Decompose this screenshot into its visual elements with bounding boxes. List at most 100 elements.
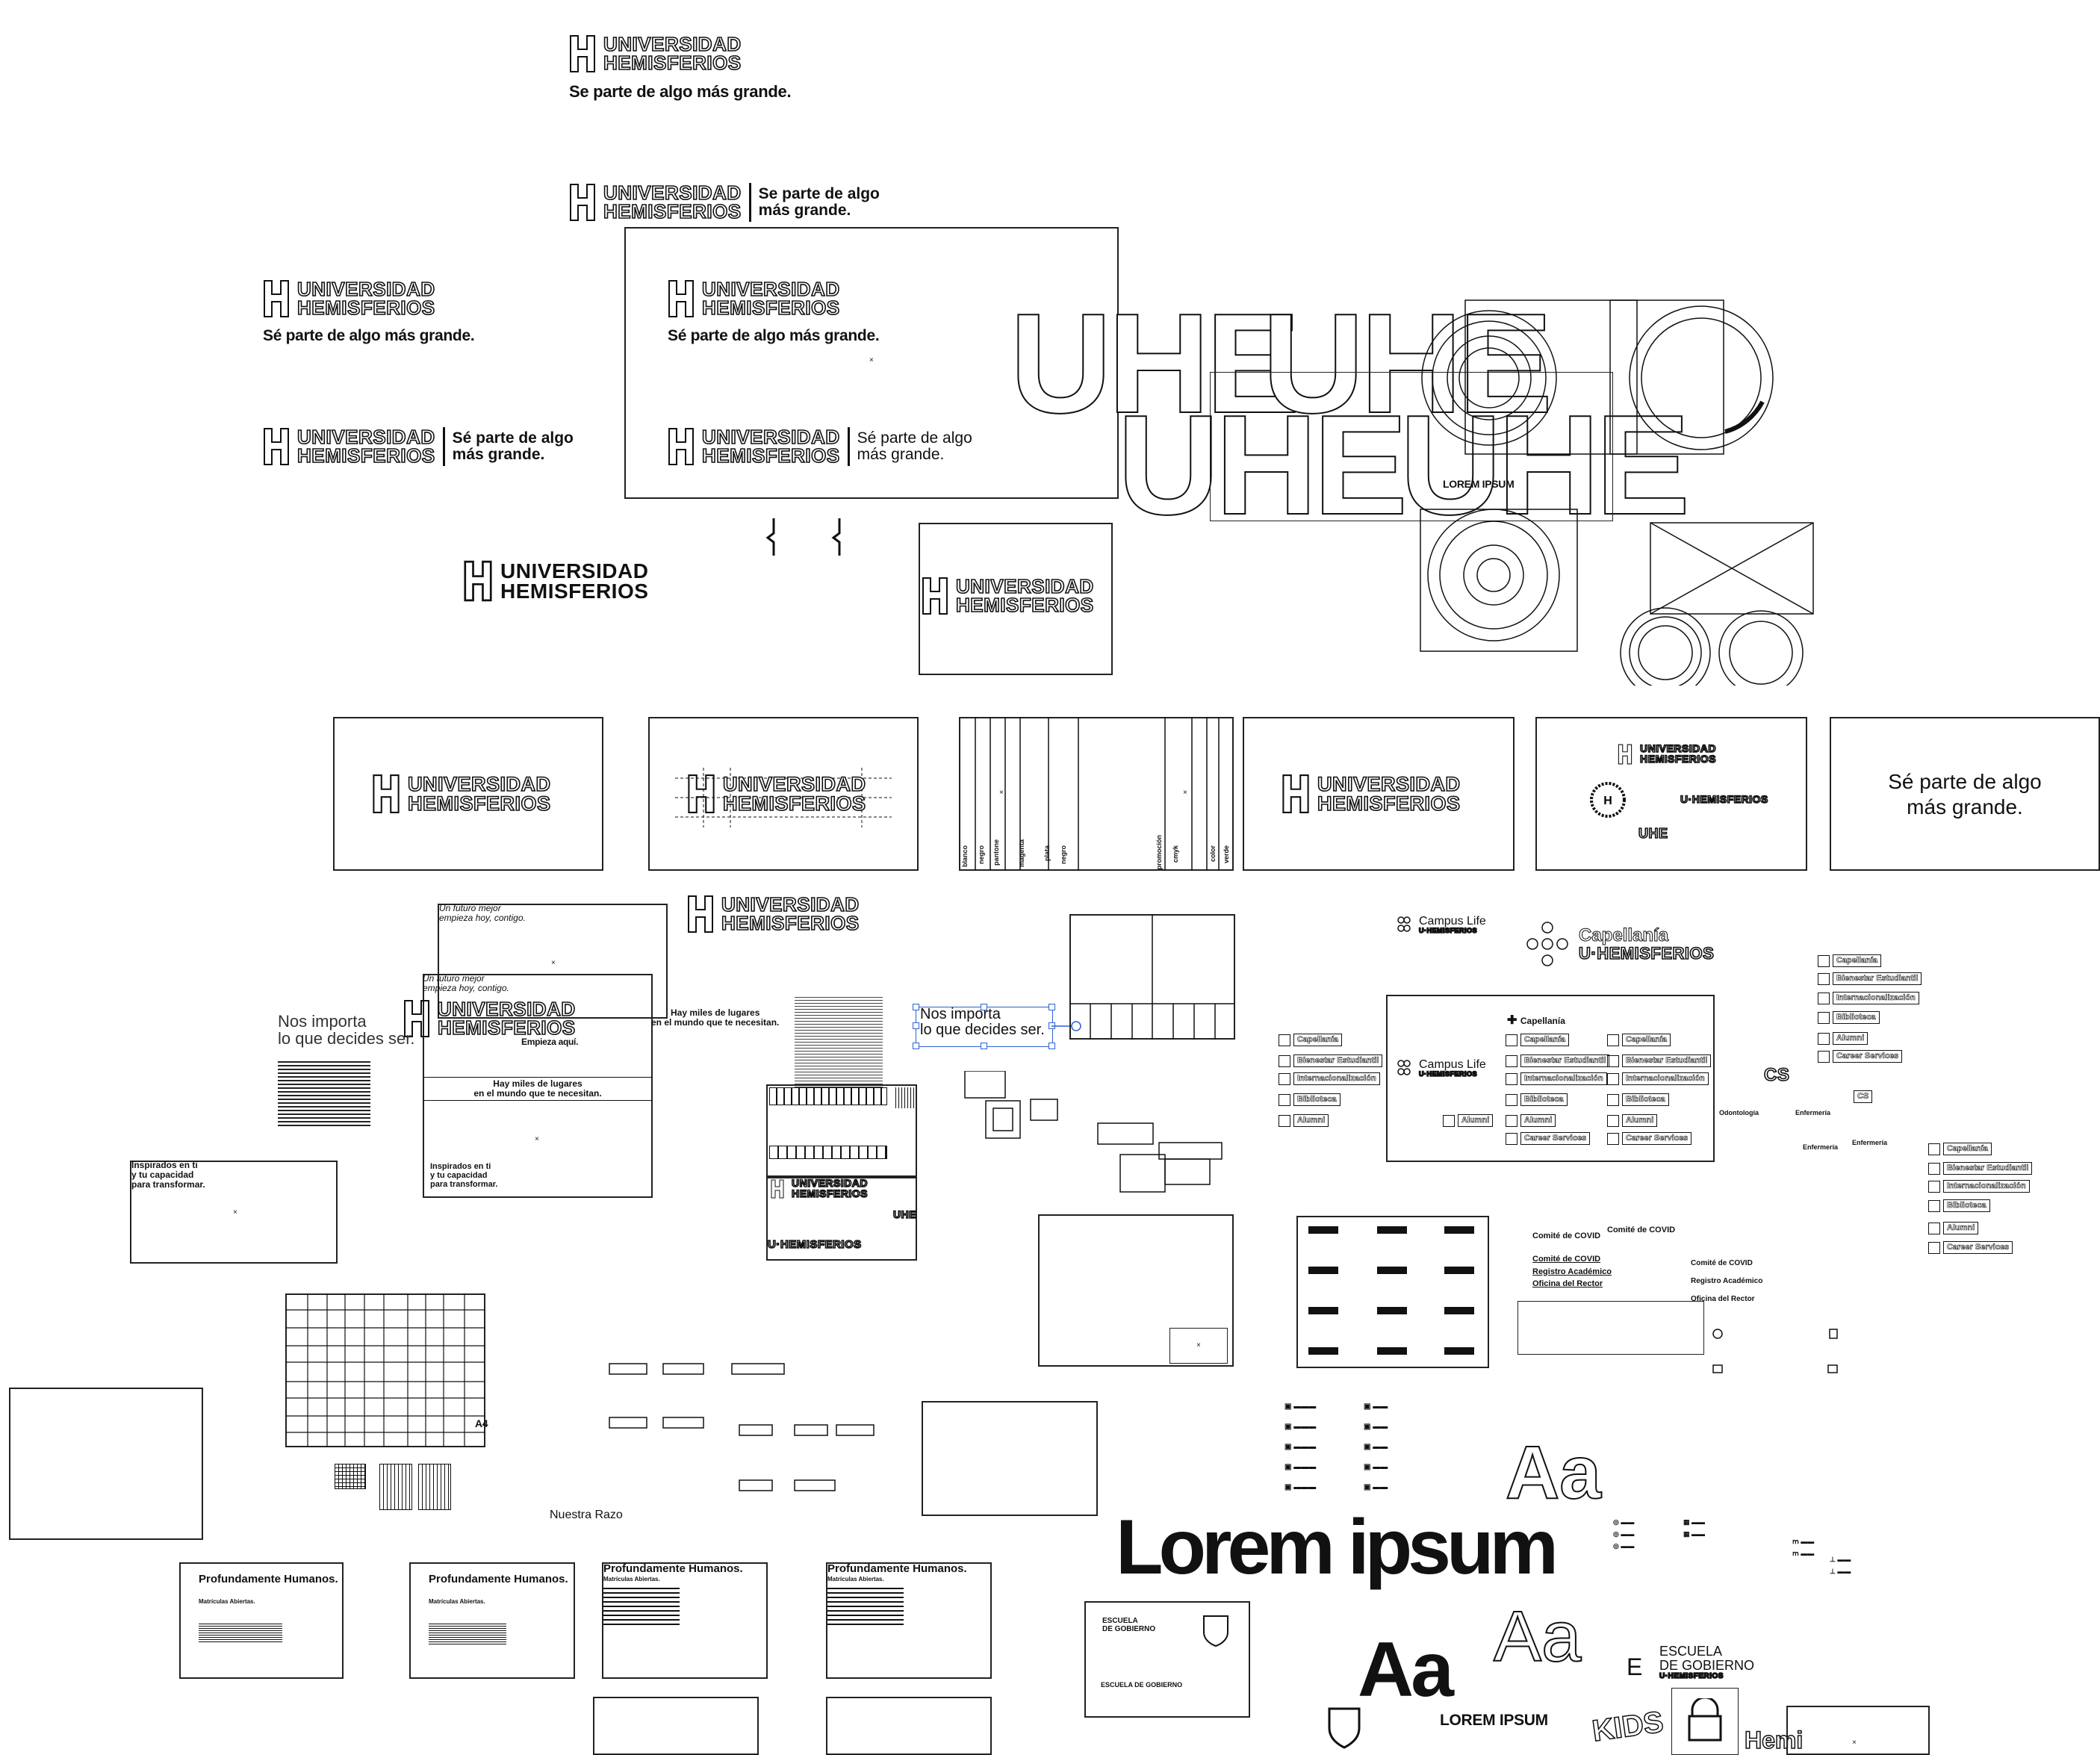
service-capellania[interactable]: Capellanía (1506, 1034, 1570, 1046)
artboard-logo-framed[interactable] (919, 523, 1113, 675)
form-row (769, 1087, 887, 1105)
service-far-capellania[interactable]: Capellanía (1928, 1143, 1992, 1155)
service-alumni-3[interactable]: Alumni (1443, 1114, 1494, 1127)
capellania-icon (1526, 922, 1568, 966)
card-logo-outline[interactable] (333, 717, 603, 871)
service-right-internacional[interactable]: Internacionalización (1818, 992, 1919, 1004)
cs-badge[interactable]: CS (1854, 1090, 1873, 1103)
resize-handle[interactable] (981, 1004, 987, 1010)
service-alumni-2[interactable]: Alumni (1607, 1114, 1658, 1127)
brand-line2: HEMISFERIOS (722, 792, 866, 815)
service-right-career[interactable]: Career Services (1818, 1050, 1903, 1063)
artboard-lockups[interactable] (624, 227, 1119, 499)
ad-inspirados[interactable] (130, 1161, 338, 1264)
artboard-bottom-right[interactable] (1786, 1706, 1930, 1755)
artboard-badges[interactable] (922, 1401, 1098, 1516)
tagline-top: Se parte de algo más grande. (569, 82, 792, 101)
resize-handle[interactable] (981, 1043, 987, 1049)
card-humanos-3[interactable] (602, 1562, 768, 1679)
service-far-internacional[interactable]: Internacionalización (1928, 1180, 2030, 1193)
service-far-bienestar[interactable]: Bienestar Estudiantil (1928, 1162, 2033, 1175)
resize-handle[interactable] (913, 1043, 919, 1049)
service-internacional[interactable]: Internacionalización (1506, 1072, 1607, 1085)
card-logo-variants[interactable] (1535, 717, 1807, 871)
card-logo-outline-2[interactable] (1243, 717, 1515, 871)
service-biblioteca[interactable]: Biblioteca (1506, 1093, 1568, 1106)
artboard-escuela[interactable] (1084, 1601, 1250, 1718)
service-career[interactable]: Career Services (1506, 1132, 1591, 1145)
rotate-handle-icon[interactable] (1051, 1019, 1081, 1034)
h-mark-icon (404, 1000, 429, 1037)
artboard-empty-1[interactable] (1038, 1214, 1234, 1367)
service-right-biblioteca[interactable]: Biblioteca (1818, 1011, 1880, 1024)
resize-handle[interactable] (1049, 1004, 1055, 1010)
service-far-biblioteca[interactable]: Biblioteca (1928, 1199, 1990, 1212)
card-humanos-1[interactable] (179, 1562, 344, 1679)
service-career-2[interactable]: Career Services (1607, 1132, 1692, 1145)
service-right-bienestar[interactable]: Bienestar Estudiantil (1818, 972, 1922, 985)
a4-grid[interactable] (285, 1293, 485, 1447)
service-left-alumni[interactable]: Alumni (1279, 1114, 1329, 1127)
card-humanos-4[interactable] (826, 1562, 992, 1679)
service-left-bienestar[interactable]: Bienestar Estudiantil (1279, 1054, 1383, 1067)
card-bottom-2[interactable] (826, 1697, 992, 1755)
brand-sheet[interactable] (766, 1177, 917, 1261)
service-alumni[interactable]: Alumni (1506, 1114, 1556, 1127)
resize-handle[interactable] (913, 1004, 919, 1010)
artboard-icon-grid[interactable] (1296, 1216, 1489, 1368)
body-copy-block (278, 1059, 370, 1126)
service-far-career[interactable]: Career Services (1928, 1241, 2013, 1254)
body-copy-block (199, 1622, 282, 1643)
service-bienestar[interactable]: Bienestar Estudiantil (1506, 1054, 1610, 1067)
service-far-alumni[interactable]: Alumni (1928, 1222, 1979, 1234)
resize-handle[interactable] (1049, 1043, 1055, 1049)
card-humanos-2[interactable] (409, 1562, 575, 1679)
artboard-empty-2[interactable] (9, 1388, 203, 1540)
service-bienestar-2[interactable]: Bienestar Estudiantil (1607, 1054, 1712, 1067)
resize-handle[interactable] (913, 1022, 919, 1029)
service-internacional-2[interactable]: Internacionalización (1607, 1072, 1709, 1085)
artboard-campus-services[interactable] (1386, 995, 1715, 1162)
h-mark-icon (264, 280, 289, 317)
service-left-capellania[interactable]: Capellanía (1279, 1034, 1343, 1046)
service-left-internacional[interactable]: Internacionalización (1279, 1072, 1380, 1085)
form-mockup[interactable] (766, 1084, 917, 1177)
selection-box[interactable] (916, 1007, 1053, 1047)
card-bottom-1[interactable] (593, 1697, 759, 1755)
brand-line2: HEMISFERIOS (500, 580, 649, 603)
ad-poster[interactable] (423, 974, 653, 1198)
card-tagline[interactable] (1830, 717, 2100, 871)
divider-bar (442, 427, 445, 466)
uhe-outline-4: UHE (1399, 386, 1691, 544)
service-biblioteca-2[interactable]: Biblioteca (1607, 1093, 1669, 1106)
card-logo-construction[interactable] (648, 717, 919, 871)
service-right-alumni[interactable]: Alumni (1818, 1032, 1868, 1045)
brand-line2: HEMISFERIOS (296, 444, 435, 467)
service-right-capellania[interactable]: Capellanía (1818, 954, 1882, 967)
campus-icon (1397, 1060, 1411, 1076)
ad-futuro-mejor[interactable] (438, 904, 668, 1019)
service-left-biblioteca[interactable]: Biblioteca (1279, 1093, 1341, 1106)
service-capellania-2[interactable]: Capellanía (1607, 1034, 1671, 1046)
card-color-columns[interactable] (959, 717, 1234, 871)
